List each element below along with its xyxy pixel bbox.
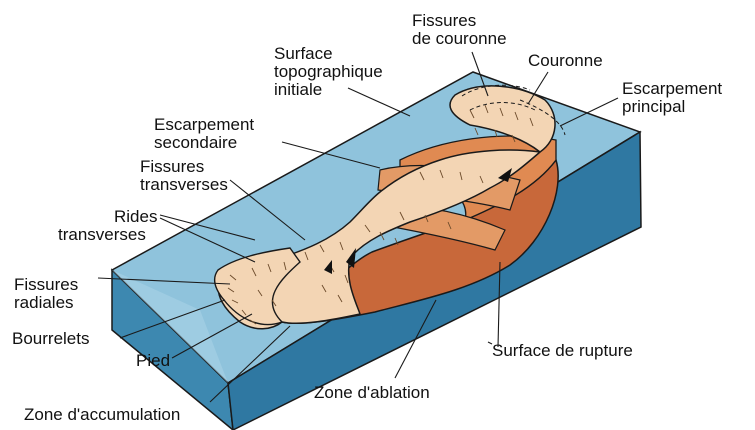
- label-surface-topographique: Surface topographique initiale: [274, 45, 383, 99]
- label-zone-ablation: Zone d'ablation: [314, 384, 430, 402]
- label-line: secondaire: [154, 134, 254, 152]
- label-fissures-radiales: Fissures radiales: [14, 276, 78, 312]
- label-pied: Pied: [136, 352, 170, 370]
- label-line: principal: [622, 98, 722, 116]
- label-escarpement-secondaire: Escarpement secondaire: [154, 116, 254, 152]
- label-couronne: Couronne: [528, 52, 603, 70]
- label-line: Rides: [58, 208, 157, 226]
- label-line: initiale: [274, 81, 383, 99]
- label-fissures-couronne: Fissures de couronne: [412, 12, 507, 48]
- label-line: Fissures: [412, 12, 507, 30]
- label-line: Escarpement: [622, 80, 722, 98]
- label-line: Fissures: [140, 158, 228, 176]
- label-rides-transverses: Rides transverses: [58, 208, 157, 244]
- label-line: transverses: [140, 176, 228, 194]
- label-line: transverses: [58, 226, 157, 244]
- label-line: Escarpement: [154, 116, 254, 134]
- label-line: Surface: [274, 45, 383, 63]
- label-zone-accumulation: Zone d'accumulation: [24, 406, 180, 424]
- label-bourrelets: Bourrelets: [12, 330, 89, 348]
- label-line: de couronne: [412, 30, 507, 48]
- label-escarpement-principal: Escarpement principal: [622, 80, 722, 116]
- label-fissures-transverses: Fissures transverses: [140, 158, 228, 194]
- label-line: Fissures: [14, 276, 78, 294]
- label-line: radiales: [14, 294, 78, 312]
- label-surface-rupture: Surface de rupture: [492, 342, 633, 360]
- label-line: topographique: [274, 63, 383, 81]
